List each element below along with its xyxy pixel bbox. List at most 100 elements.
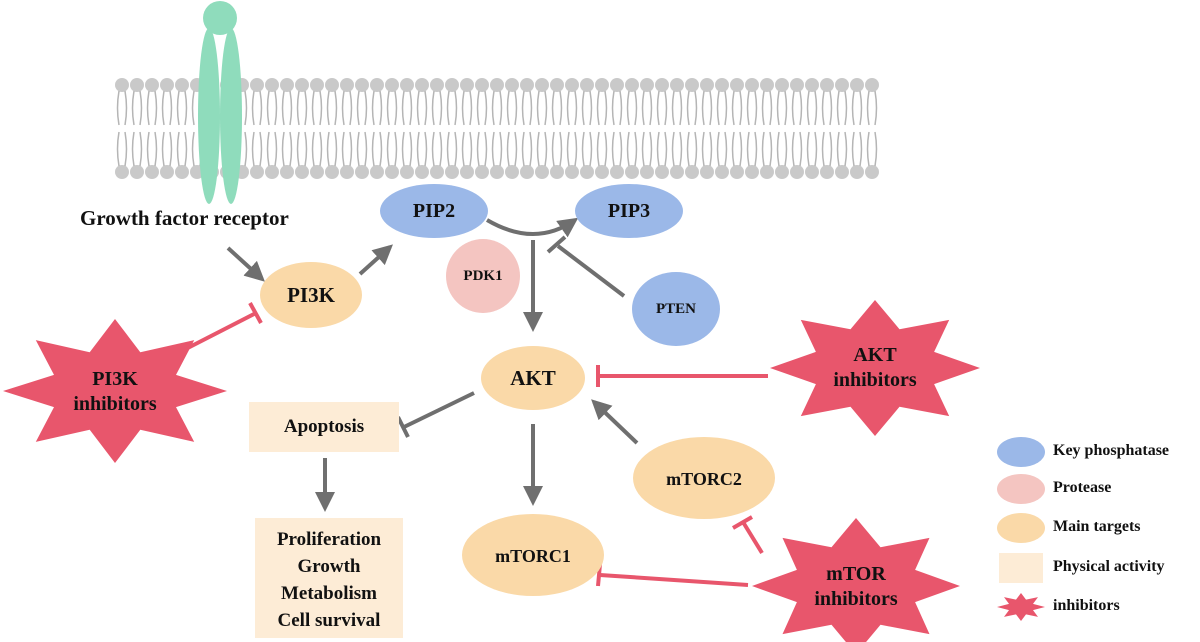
lipid-tail — [559, 131, 563, 167]
lipid-tail — [724, 90, 728, 126]
lipid-tail — [671, 90, 675, 126]
lipid-tail — [611, 90, 615, 126]
lipid-tail — [664, 90, 668, 126]
lipid-head — [250, 165, 264, 179]
lipid-tail — [281, 90, 285, 126]
lipid-tail — [679, 131, 683, 167]
pi3k-inhibitors-line2: inhibitors — [73, 393, 157, 415]
lipid-head — [580, 78, 594, 92]
lipid-tail — [341, 131, 345, 167]
lipid-tail — [821, 90, 825, 126]
lipid-tail — [334, 90, 338, 126]
legend-label-physical-activity: Physical activity — [1053, 558, 1165, 575]
lipid-tail — [844, 131, 848, 167]
lipid-head — [565, 165, 579, 179]
lipid-tail — [874, 90, 878, 126]
lipid-tail — [686, 131, 690, 167]
mtor-inhibitors-line1: mTOR — [826, 563, 886, 585]
lipid-head — [670, 165, 684, 179]
lipid-tail — [604, 131, 608, 167]
lipid-tail — [761, 90, 765, 126]
lipid-tail — [491, 131, 495, 167]
lipid-tail — [131, 131, 135, 167]
lipid-head — [595, 165, 609, 179]
lipid-tail — [829, 90, 833, 126]
lipid-tail — [514, 131, 518, 167]
mtorc2-label: mTORC2 — [666, 469, 742, 489]
lipid-head — [175, 165, 189, 179]
lipid-head — [625, 165, 639, 179]
lipid-tail — [806, 131, 810, 167]
inhibit-mtorc2-drug-bar — [731, 515, 754, 530]
outcome-growth: Growth — [297, 556, 361, 577]
lipid-tail — [761, 131, 765, 167]
inhibit-pten-pip3-bar — [546, 235, 567, 254]
mtorc1-node — [462, 514, 604, 596]
lipid-head — [355, 165, 369, 179]
lipid-tail — [559, 90, 563, 126]
lipid-tail — [386, 90, 390, 126]
lipid-tail — [634, 90, 638, 126]
lipid-tail — [184, 90, 188, 126]
lipid-tail — [424, 90, 428, 126]
mtor-inhibitors-label: mTOR inhibitors — [796, 562, 916, 612]
lipid-tail — [709, 131, 713, 167]
lipid-tail — [476, 131, 480, 167]
lipid-tail — [836, 90, 840, 126]
lipid-tail — [506, 90, 510, 126]
lipid-head — [430, 78, 444, 92]
lipid-head — [790, 78, 804, 92]
lipid-tail — [581, 131, 585, 167]
arrow-mtorc2-to-akt — [591, 399, 639, 445]
lipid-tail — [746, 90, 750, 126]
lipid-head — [685, 165, 699, 179]
lipid-tail — [574, 131, 578, 167]
lipid-tail — [356, 90, 360, 126]
lipid-tail — [266, 131, 270, 167]
inhibit-akt-apoptosis-bar — [396, 416, 410, 438]
lipid-head — [760, 78, 774, 92]
lipid-tail — [259, 90, 263, 126]
lipid-tail — [529, 131, 533, 167]
lipid-tail — [686, 90, 690, 126]
lipid-head — [475, 78, 489, 92]
lipid-tail — [851, 131, 855, 167]
pdk1-label: PDK1 — [463, 268, 503, 284]
lipid-tail — [116, 131, 120, 167]
lipid-tail — [356, 131, 360, 167]
lipid-head — [280, 165, 294, 179]
lipid-head — [355, 78, 369, 92]
lipid-head — [805, 165, 819, 179]
lipid-tail — [874, 131, 878, 167]
lipid-head — [865, 78, 879, 92]
mtor-inhibitors-line2: inhibitors — [814, 588, 898, 610]
lipid-tail — [259, 131, 263, 167]
lipid-tail — [371, 90, 375, 126]
lipid-tail — [251, 90, 255, 126]
outcomes-box — [255, 518, 403, 638]
lipid-head — [610, 78, 624, 92]
lipid-head — [820, 165, 834, 179]
lipid-tail — [551, 131, 555, 167]
lipid-tail — [784, 131, 788, 167]
lipid-head — [865, 165, 879, 179]
lipid-head — [655, 78, 669, 92]
lipid-head — [640, 165, 654, 179]
lipid-tail — [244, 131, 248, 167]
lipid-tail — [484, 131, 488, 167]
lipid-tail — [619, 131, 623, 167]
lipid-tail — [641, 90, 645, 126]
lipid-tail — [244, 90, 248, 126]
lipid-tail — [461, 131, 465, 167]
lipid-tail — [746, 131, 750, 167]
lipid-head — [460, 165, 474, 179]
inhibit-akt-apoptosis — [403, 391, 475, 429]
lipid-tail — [776, 90, 780, 126]
lipid-tail — [716, 90, 720, 126]
lipid-tail — [116, 90, 120, 126]
lipid-tail — [169, 131, 173, 167]
lipid-tail — [506, 131, 510, 167]
lipid-head — [160, 165, 174, 179]
lipid-tail — [431, 90, 435, 126]
lipid-head — [715, 78, 729, 92]
